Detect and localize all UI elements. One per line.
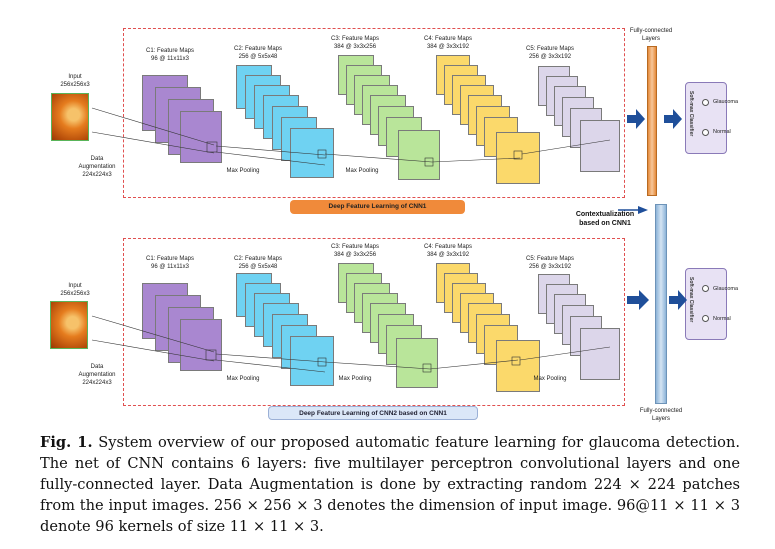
projection-line xyxy=(522,140,610,154)
caption-text: System overview of our proposed automati… xyxy=(40,434,740,535)
kernel-window xyxy=(206,350,216,360)
arrow-fc-to-softmax-top xyxy=(664,109,682,129)
projection-line xyxy=(216,360,325,372)
caption-label: Fig. 1. xyxy=(40,434,93,451)
figure-caption: Fig. 1. System overview of our proposed … xyxy=(40,432,740,537)
projection-line xyxy=(92,132,214,153)
projection-line xyxy=(432,158,520,162)
arrow-fc-to-softmax-bottom xyxy=(669,290,687,310)
projection-line xyxy=(325,362,430,369)
projection-line xyxy=(520,347,610,360)
arrow-c5-to-fc-bottom xyxy=(627,290,649,310)
projection-line xyxy=(92,340,214,361)
kernel-window xyxy=(423,364,431,372)
projection-line xyxy=(92,108,214,145)
projection-line xyxy=(430,360,518,369)
projection-line xyxy=(92,316,214,352)
projection-line xyxy=(216,354,325,362)
kernel-window xyxy=(512,357,520,365)
kernel-window xyxy=(318,150,326,158)
projection-line xyxy=(325,154,432,162)
arrow-c5-to-fc-top xyxy=(627,109,645,129)
